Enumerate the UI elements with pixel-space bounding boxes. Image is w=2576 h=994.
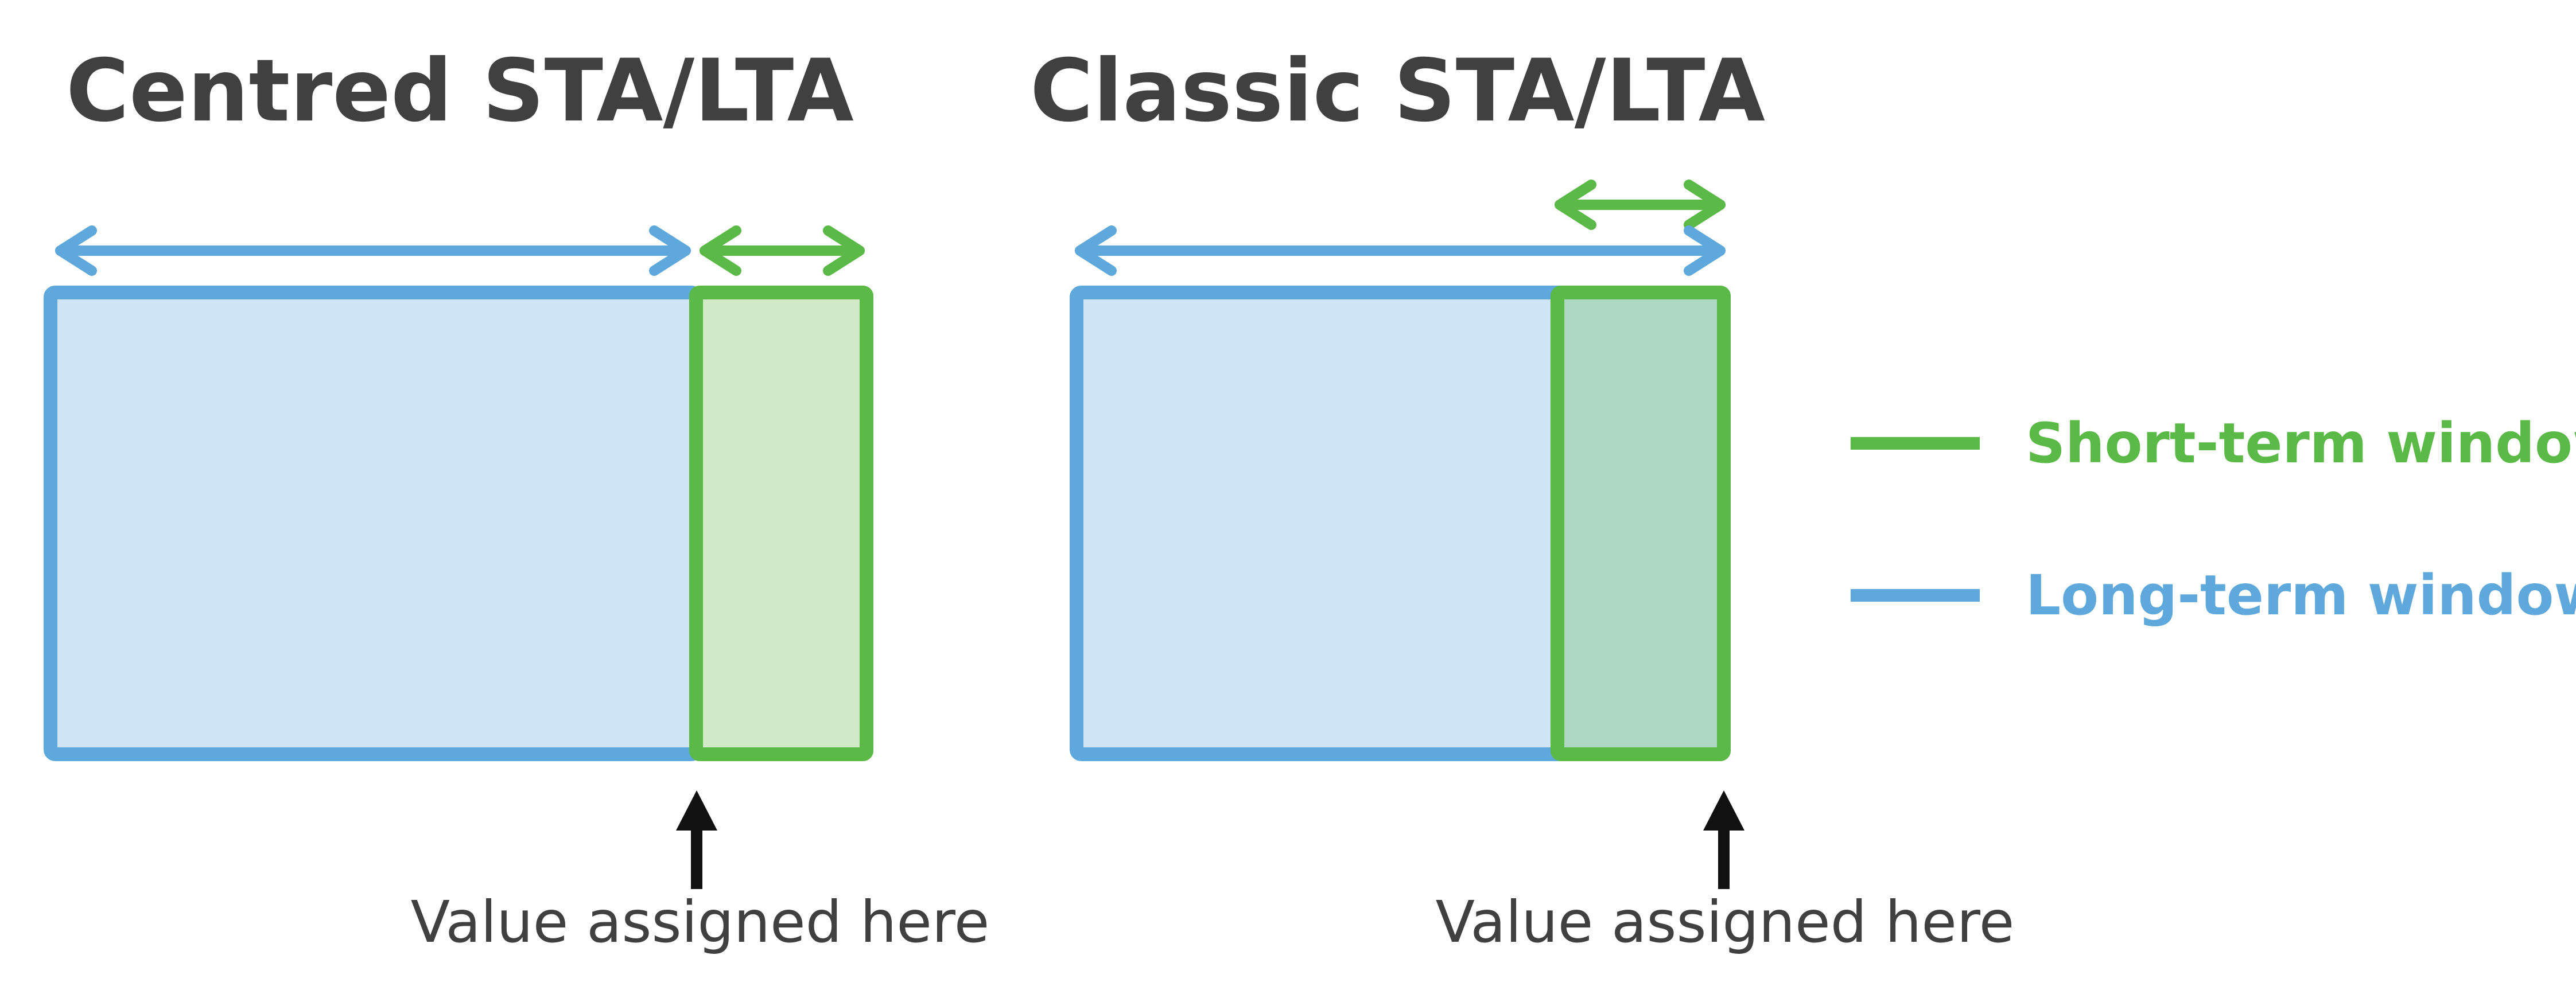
centred-panel: Centred STA/LTA Value assigned here bbox=[44, 41, 990, 956]
centred-short-term-arrow bbox=[700, 225, 865, 276]
classic-caption: Value assigned here bbox=[1436, 888, 2015, 956]
legend-item-long-term: Long-term window bbox=[1851, 563, 2576, 627]
centred-long-term-window bbox=[44, 286, 703, 761]
centred-assignment-arrow bbox=[676, 790, 717, 889]
legend-label-short-term: Short-term window bbox=[2026, 411, 2576, 475]
classic-panel: Classic STA/LTA Value assigned here bbox=[1030, 41, 2014, 956]
classic-assignment-arrow bbox=[1703, 790, 1744, 889]
legend-item-short-term: Short-term window bbox=[1851, 411, 2576, 475]
classic-long-term-arrow bbox=[1075, 225, 1726, 276]
legend: Short-term window Long-term window bbox=[1851, 411, 2576, 627]
centred-long-term-arrow bbox=[55, 225, 691, 276]
classic-title: Classic STA/LTA bbox=[1030, 41, 1765, 141]
centred-caption: Value assigned here bbox=[411, 888, 990, 956]
centred-title: Centred STA/LTA bbox=[66, 41, 854, 141]
legend-label-long-term: Long-term window bbox=[2026, 563, 2576, 627]
classic-short-term-arrow bbox=[1555, 180, 1726, 230]
classic-short-term-window bbox=[1551, 286, 1731, 761]
centred-short-term-window bbox=[689, 286, 873, 761]
